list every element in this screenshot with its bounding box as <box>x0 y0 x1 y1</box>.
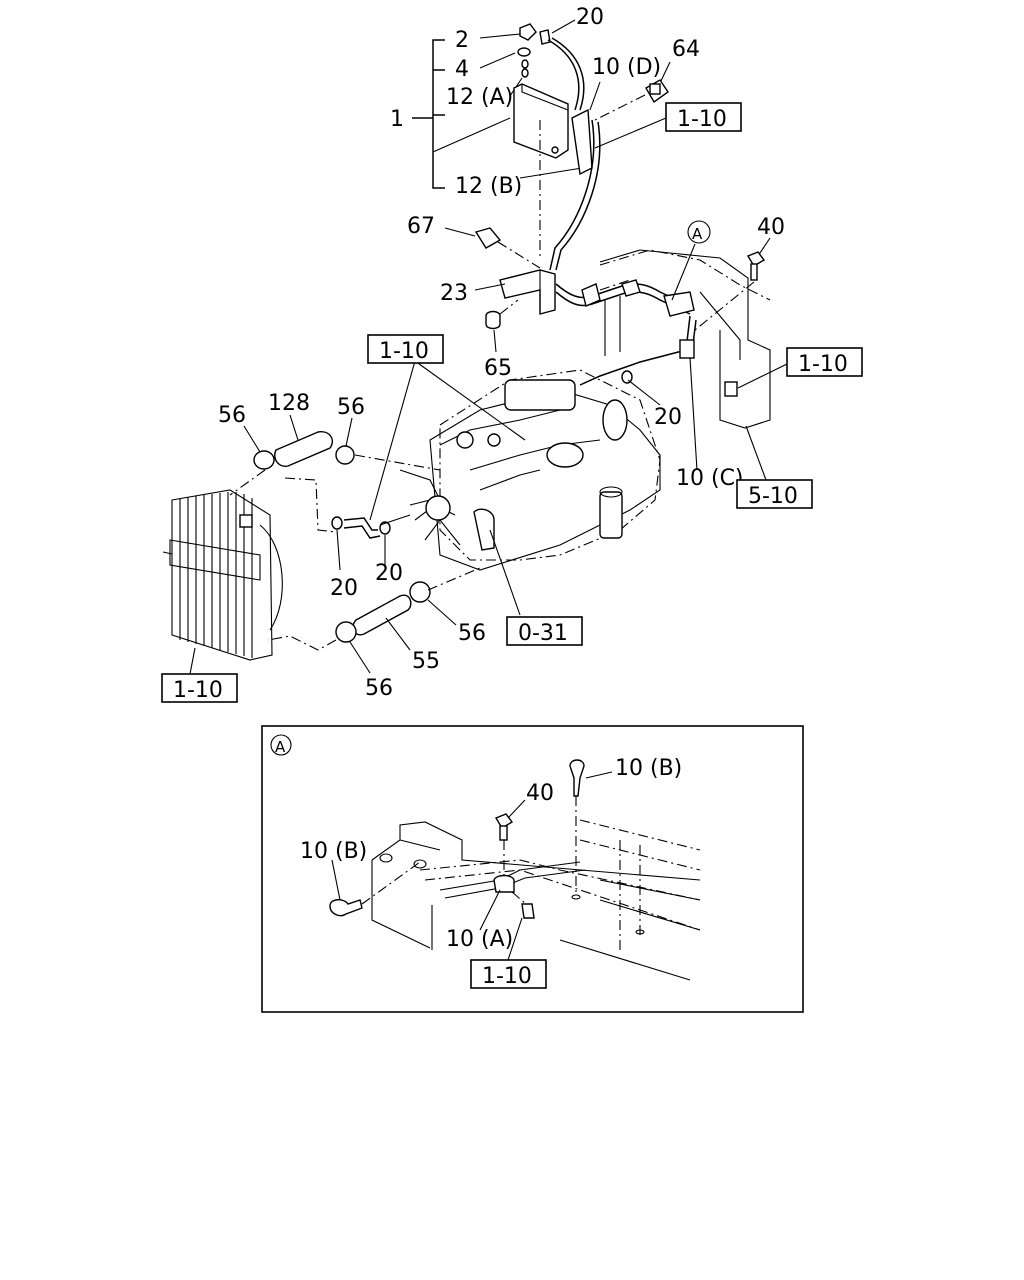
ref-box-right: 1-10 <box>786 347 863 377</box>
detail-callout-40: 40 <box>526 781 554 806</box>
callout-12b: 12 (B) <box>455 174 522 199</box>
callout-55: 55 <box>412 649 440 674</box>
callout-a-marker: A <box>692 225 703 243</box>
callout-64: 64 <box>672 37 700 62</box>
reservoir-assembly <box>412 19 671 271</box>
ref-box-0-31: 0-31 <box>506 616 583 646</box>
detail-marker: A <box>275 738 286 756</box>
detail-callout-10b-right: 10 (B) <box>615 756 682 781</box>
ref-box-5-10: 5-10 <box>736 479 813 509</box>
callout-23: 23 <box>440 281 468 306</box>
svg-text:1-10: 1-10 <box>173 678 223 703</box>
callout-12a: 12 (A) <box>446 85 513 110</box>
ref-box-midleft: 1-10 <box>367 334 444 364</box>
svg-text:0-31: 0-31 <box>518 621 568 646</box>
callout-4: 4 <box>455 57 469 82</box>
coolant-hoses <box>229 414 521 674</box>
ref-box-top: 1-10 <box>665 102 742 132</box>
radiator <box>162 489 283 675</box>
callout-2: 2 <box>455 28 469 53</box>
detail-callout-10a: 10 (A) <box>446 927 513 952</box>
callout-56-clamp: 56 <box>458 621 486 646</box>
engine-block <box>399 369 661 571</box>
svg-text:1-10: 1-10 <box>482 964 532 989</box>
ref-box-bottom-left: 1-10 <box>161 673 238 703</box>
detail-view-a: A 10 <box>261 725 804 1013</box>
callout-20-low1: 20 <box>330 576 358 601</box>
callout-1: 1 <box>390 107 404 132</box>
bracket-assembly <box>444 227 556 353</box>
detail-callout-10b-left: 10 (B) <box>300 839 367 864</box>
ref-leader-2 <box>414 360 526 441</box>
detail-ref-box: 1-10 <box>470 959 547 989</box>
callout-56-mid: 56 <box>337 395 365 420</box>
frame-rail <box>555 220 788 481</box>
callout-10c: 10 (C) <box>676 466 744 491</box>
callout-67: 67 <box>407 214 435 239</box>
svg-text:5-10: 5-10 <box>748 484 798 509</box>
svg-text:1-10: 1-10 <box>798 352 848 377</box>
svg-text:1-10: 1-10 <box>379 339 429 364</box>
callout-20-right: 20 <box>654 405 682 430</box>
ref-leader-1 <box>369 360 416 521</box>
callout-10d: 10 (D) <box>592 55 661 80</box>
callout-128: 128 <box>268 391 310 416</box>
callout-40-top: 40 <box>757 215 785 240</box>
callout-56-bottom: 56 <box>365 676 393 701</box>
callout-20-top: 20 <box>576 5 604 30</box>
callout-56-left: 56 <box>218 403 246 428</box>
svg-text:1-10: 1-10 <box>677 107 727 132</box>
callout-20-low2: 20 <box>375 561 403 586</box>
callout-65: 65 <box>484 356 512 381</box>
